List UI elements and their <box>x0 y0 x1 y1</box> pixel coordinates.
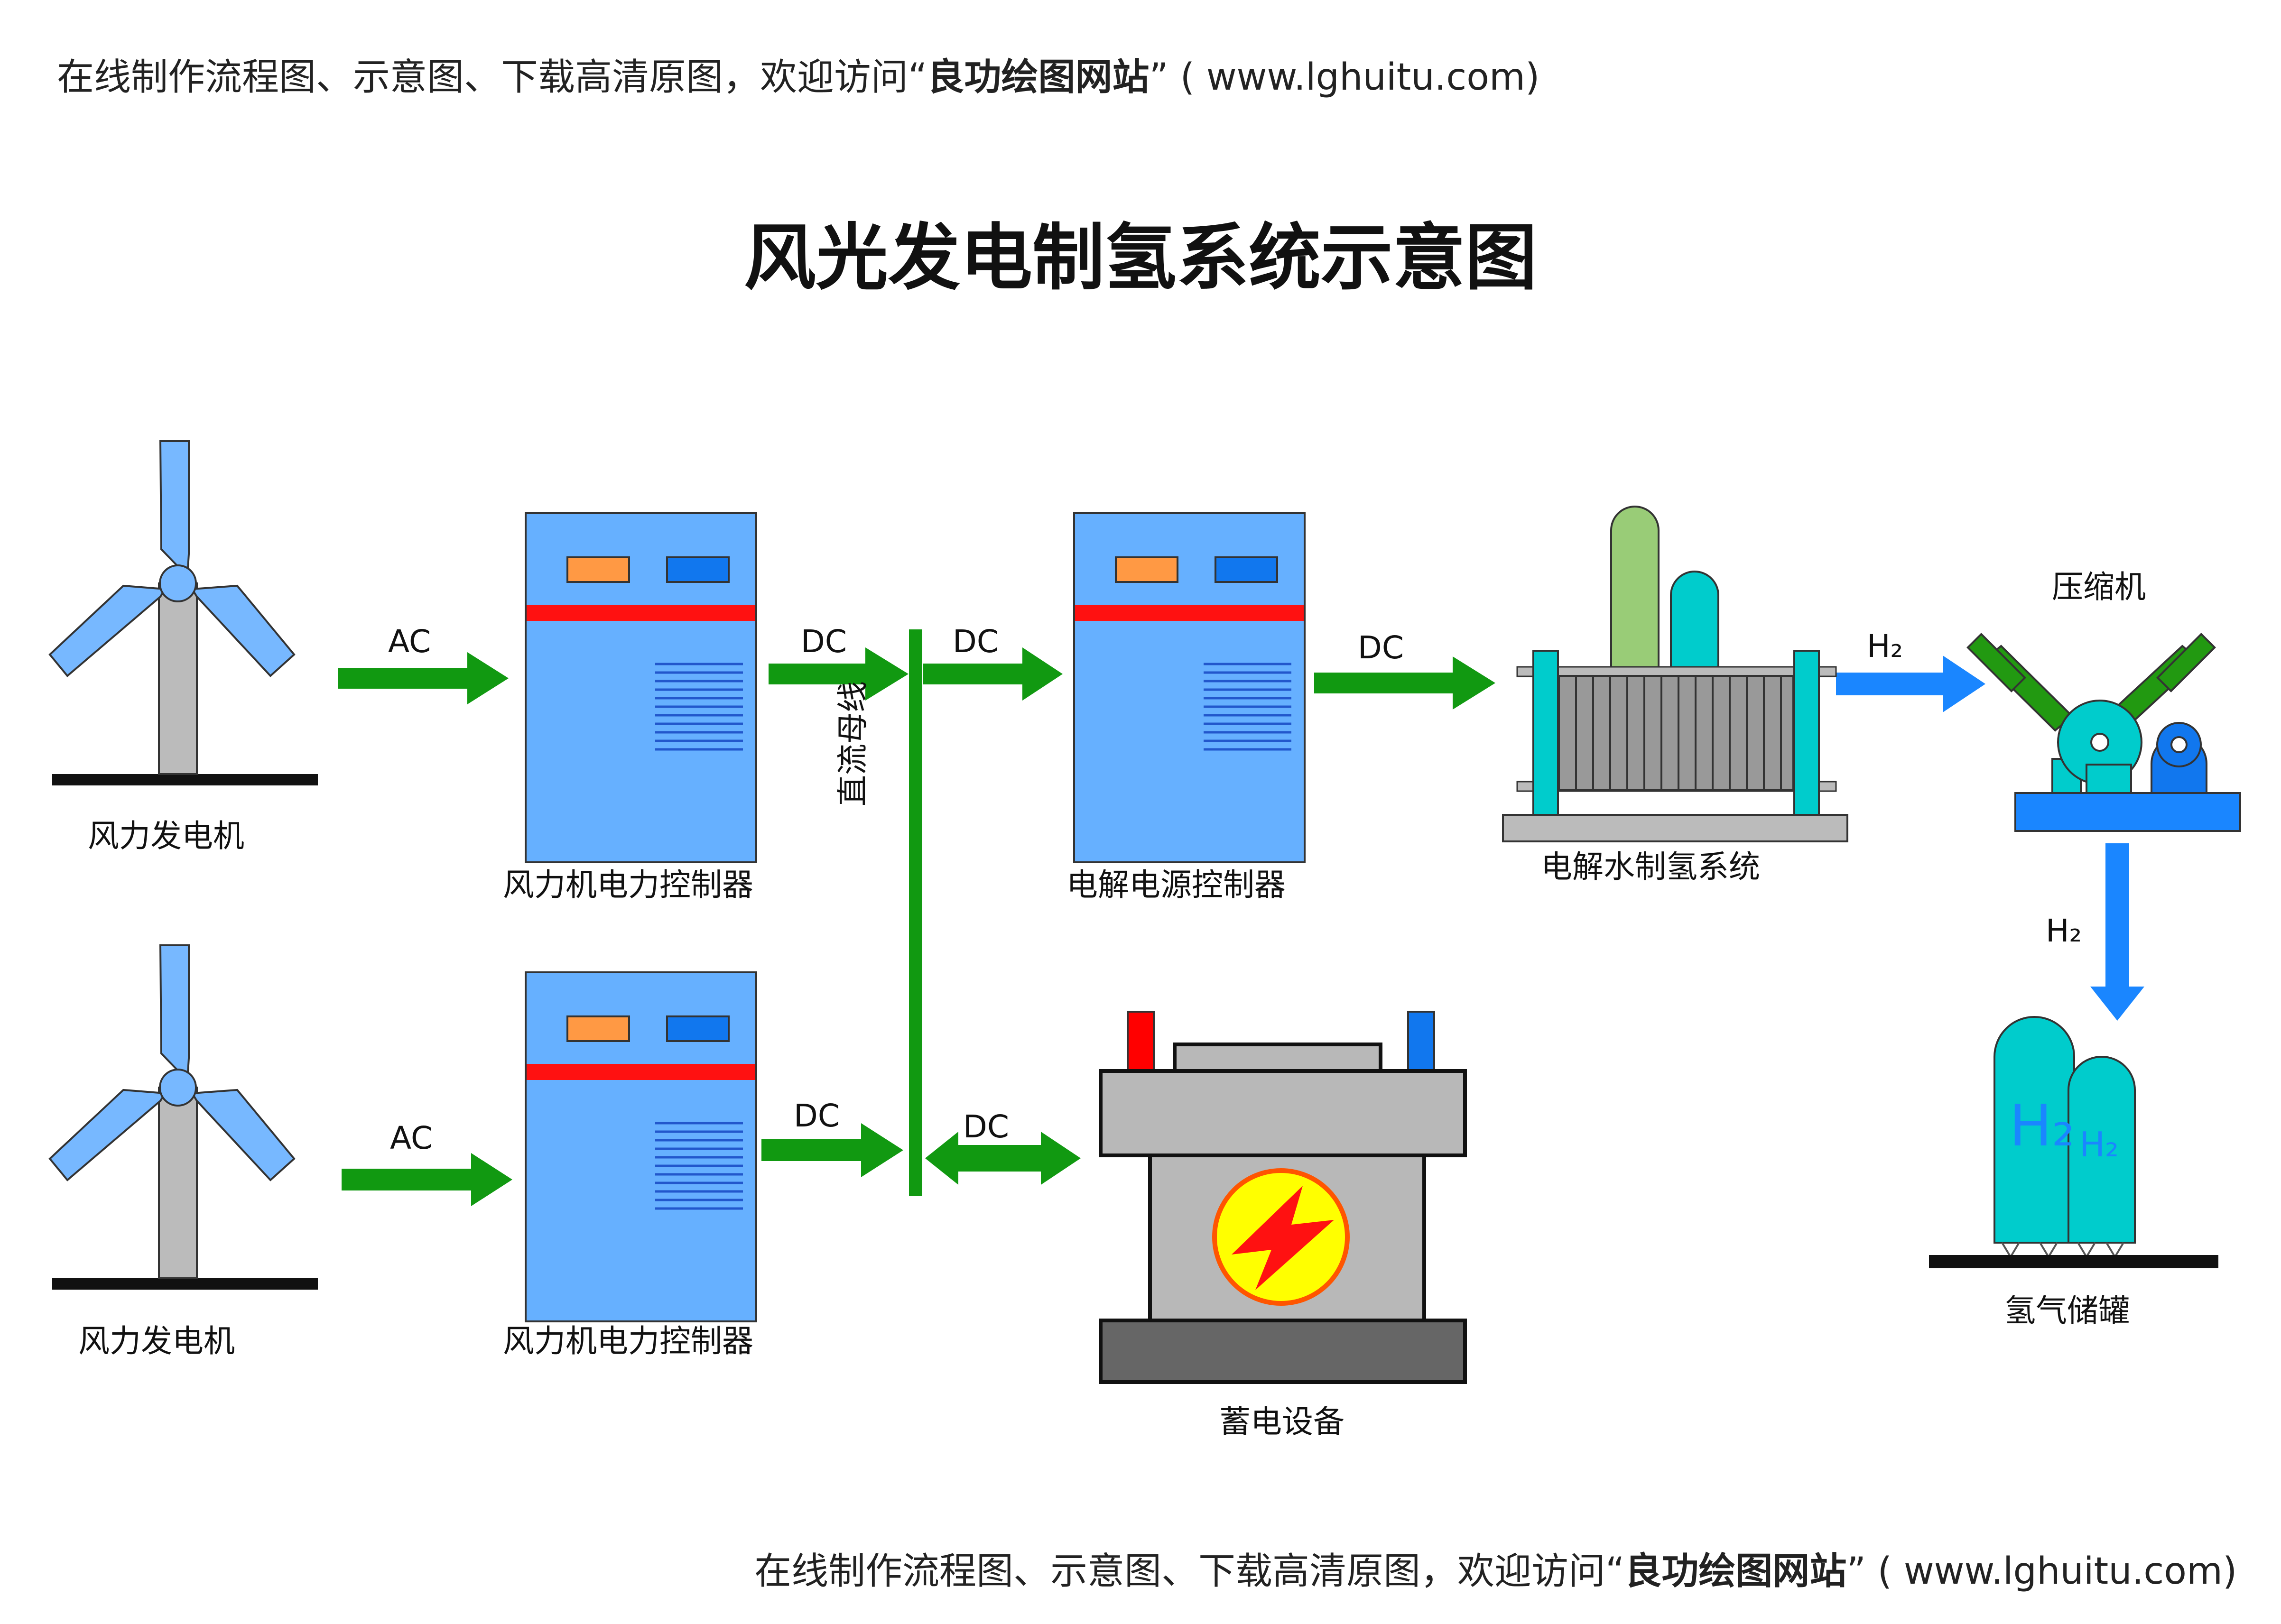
label-electrolysis-controller: 电解电源控制器 <box>1066 867 1286 903</box>
flow-label-ac-2: AC <box>390 1120 433 1156</box>
arrow-dc-3 <box>1314 656 1495 710</box>
wind-turbine-icon <box>49 440 319 786</box>
watermark-brand[interactable]: 良功绘图网站 <box>1624 1550 1847 1593</box>
diagram-title: 风光发电制氢系统示意图 <box>744 216 1537 300</box>
label-wind-turbine-2: 风力发电机 <box>78 1323 235 1359</box>
tank-mark-small: H₂ <box>2079 1125 2119 1164</box>
flow-label-dc-4: DC <box>794 1098 840 1134</box>
dc-bus-line <box>909 629 922 1196</box>
arrow-dc-1 <box>769 647 909 701</box>
label-storage-tank: 氢气储罐 <box>2004 1292 2130 1329</box>
label-dc-bus: 直流母线 <box>835 681 871 806</box>
controller-cabinet-icon <box>1074 513 1305 862</box>
flow-label-dc-1: DC <box>801 623 847 660</box>
flow-label-ac-1: AC <box>388 623 431 660</box>
tank-mark-big: H₂ <box>2009 1093 2075 1159</box>
arrow-ac-2 <box>342 1153 512 1206</box>
arrow-dc-5 <box>925 1132 1081 1185</box>
compressor-icon <box>1966 633 2241 832</box>
wind-turbine-icon <box>49 944 319 1291</box>
label-wind-controller-1: 风力机电力控制器 <box>503 867 753 903</box>
watermark-brand[interactable]: 良功绘图网站 <box>927 56 1150 99</box>
flow-label-h2-2: H₂ <box>2046 913 2082 949</box>
controller-cabinet-icon <box>526 513 756 862</box>
label-wind-turbine-1: 风力发电机 <box>88 818 244 854</box>
flow-label-dc-3: DC <box>1358 629 1404 666</box>
arrow-ac-1 <box>338 652 509 704</box>
flow-label-h2-1: H₂ <box>1867 628 1903 664</box>
arrow-dc-2 <box>923 647 1063 701</box>
watermark-suffix: ” ( www.lghuitu.com) <box>1846 1550 2237 1593</box>
battery-icon <box>1099 1011 1467 1384</box>
watermark-bottom: 在线制作流程图、示意图、下载高清原图，欢迎访问“良功绘图网站” ( www.lg… <box>754 1541 2237 1595</box>
watermark-suffix: ” ( www.lghuitu.com) <box>1149 56 1540 99</box>
label-wind-controller-2: 风力机电力控制器 <box>503 1323 753 1359</box>
watermark-top: 在线制作流程图、示意图、下载高清原图，欢迎访问“良功绘图网站” ( www.lg… <box>57 47 1539 101</box>
flow-label-dc-5: DC <box>963 1108 1009 1145</box>
controller-cabinet-icon <box>526 972 756 1321</box>
hydrogen-tank-icon: H₂ H₂ <box>1929 1016 2218 1268</box>
lightning-bolt-icon <box>1232 1186 1334 1290</box>
watermark-prefix: 在线制作流程图、示意图、下载高清原图，欢迎访问“ <box>57 56 927 99</box>
electrolyzer-icon <box>1502 506 1848 842</box>
arrow-h2-1 <box>1836 655 1985 712</box>
flow-arrows-blue <box>1836 655 2144 1021</box>
label-battery: 蓄电设备 <box>1219 1403 1344 1440</box>
arrow-dc-4 <box>761 1123 903 1177</box>
arrow-h2-2 <box>2090 843 2144 1021</box>
label-compressor: 压缩机 <box>2052 569 2146 605</box>
flow-arrows-green <box>338 647 1495 1206</box>
flow-label-dc-2: DC <box>953 623 999 660</box>
label-electrolyzer: 电解水制氢系统 <box>1541 849 1760 885</box>
watermark-prefix: 在线制作流程图、示意图、下载高清原图，欢迎访问“ <box>754 1550 1625 1593</box>
